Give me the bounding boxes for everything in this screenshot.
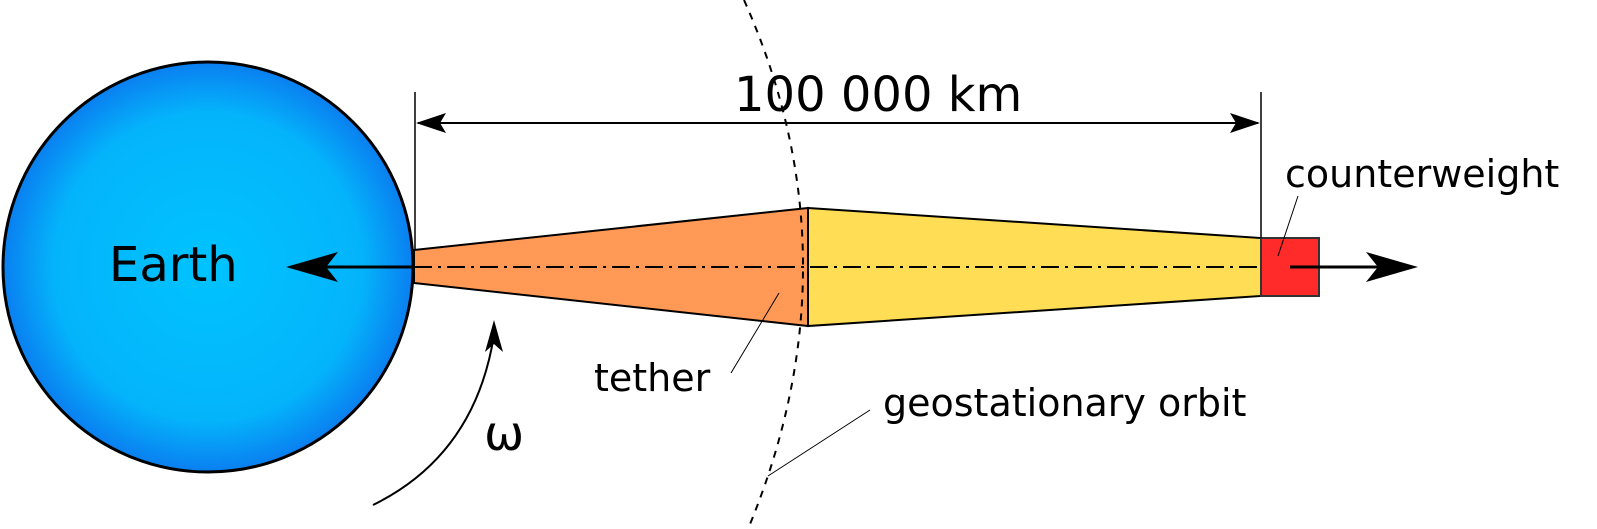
geostationary-orbit-arc xyxy=(743,0,804,529)
omega-label: ω xyxy=(484,406,524,462)
tether-label: tether xyxy=(594,356,711,400)
counterweight-label: counterweight xyxy=(1285,152,1559,196)
counterweight-leader xyxy=(1277,195,1299,257)
dimension-arrow-left xyxy=(416,113,446,133)
centrifugal-arrow-head xyxy=(1366,252,1418,282)
earth-label: Earth xyxy=(109,237,238,293)
dimension-arrow-right xyxy=(1230,113,1260,133)
rotation-arc xyxy=(372,334,495,506)
tether-leader xyxy=(730,292,780,374)
geostationary-orbit-label: geostationary orbit xyxy=(883,381,1246,425)
distance-label: 100 000 km xyxy=(734,67,1022,123)
rotation-arrow-head xyxy=(485,320,503,352)
gravity-arrow-head xyxy=(286,252,338,282)
orbit-leader xyxy=(767,409,871,477)
